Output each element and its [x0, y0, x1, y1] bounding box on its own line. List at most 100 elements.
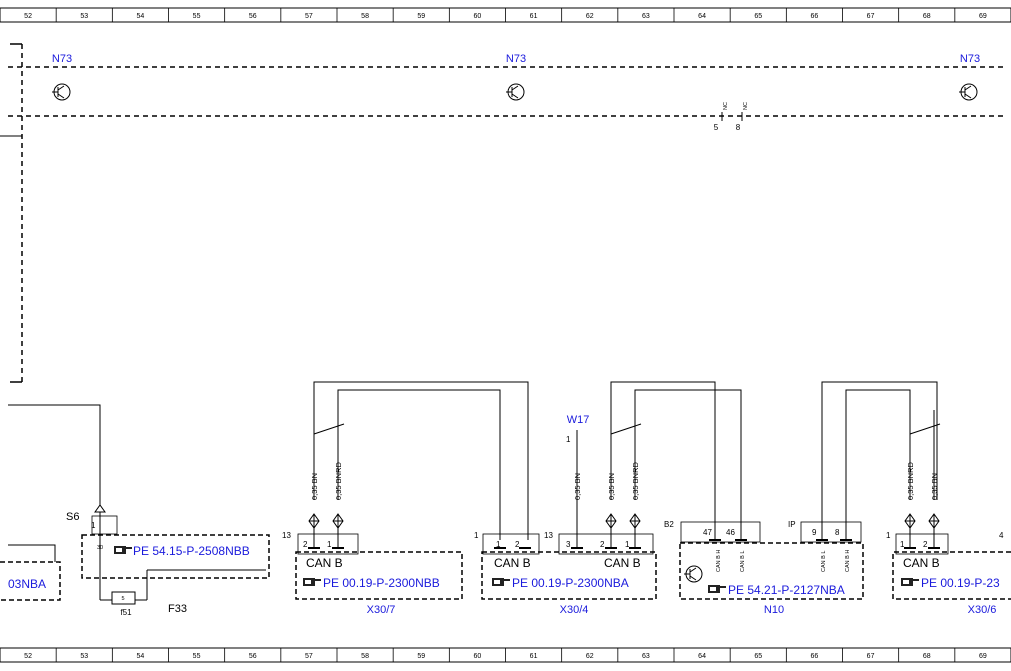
nc-label-2: NC	[743, 102, 749, 110]
connector-icon	[308, 513, 320, 529]
top-ruler-tick-label: 56	[249, 13, 257, 20]
x30-6-pin-row-4: 4	[999, 531, 1004, 540]
x30-7-label: X30/7	[367, 604, 396, 616]
x30-7-wire-2: 0,35 BNRD	[334, 461, 343, 500]
top-ruler-tick-label: 59	[417, 13, 425, 20]
top-ruler-tick-label: 58	[361, 13, 369, 20]
x30-4-pin-row-1: 1	[474, 531, 479, 540]
top-ruler-tick-label: 63	[642, 13, 650, 20]
bottom-ruler-tick-label: 54	[137, 653, 145, 660]
n10-wiring	[680, 381, 938, 543]
connector-icon	[928, 513, 940, 529]
f51-pin: 5	[121, 596, 124, 602]
x30-6-wire-2: 0,35 BN	[930, 473, 939, 500]
top-ruler-tick-label: 53	[80, 13, 88, 20]
bottom-ruler-tick-label: 64	[698, 653, 706, 660]
x30-7-wiring	[297, 381, 529, 555]
x30-7-pin-row: 13	[282, 531, 291, 540]
bottom-ruler-tick-label: 63	[642, 653, 650, 660]
n10-pin-46: 46	[726, 528, 735, 537]
x30-4-wire-3: 0,35 BNRD	[631, 461, 640, 500]
top-ruler-tick-label: 54	[137, 13, 145, 20]
top-ruler-tick-label: 61	[530, 13, 538, 20]
f33-box	[81, 534, 270, 579]
n10-b2-label: B2	[664, 520, 674, 529]
bottom-ruler-tick-label: 65	[754, 653, 762, 660]
x30-4-reference-link[interactable]: PE 00.19-P-2300NBA	[512, 576, 629, 590]
top-ruler-tick-label: 62	[586, 13, 594, 20]
f51-label: f51	[120, 608, 132, 617]
bottom-ruler-tick-label: 60	[474, 653, 482, 660]
bottom-ruler-tick-label: 59	[417, 653, 425, 660]
s6-pin-1: 1	[91, 521, 96, 530]
bottom-ruler-tick-label: 57	[305, 653, 313, 660]
top-ruler-tick-label: 55	[193, 13, 201, 20]
x30-6-reference-link[interactable]: PE 00.19-P-23	[921, 576, 1000, 590]
x30-4-pin: 2	[600, 540, 605, 549]
top-ruler-tick-label: 69	[979, 13, 987, 20]
n10-reference-link[interactable]: PE 54.21-P-2127NBA	[728, 583, 845, 597]
f51-fuse	[111, 591, 136, 605]
x30-7-box	[295, 551, 463, 600]
transistor-icon	[959, 83, 978, 101]
top-section	[0, 43, 1005, 383]
bottom-ruler-tick-label: 53	[80, 653, 88, 660]
x30-7-wire-1: 0,35 BN	[310, 473, 319, 500]
n73-label-3: N73	[960, 53, 980, 65]
top-ruler-tick-label: 65	[754, 13, 762, 20]
x30-7-pin-1: 1	[327, 540, 332, 549]
w17-pin: 1	[566, 435, 571, 444]
x30-6-box	[892, 551, 1011, 600]
n10-pin-signal: CAN B L	[740, 551, 746, 572]
x30-4-pin: 3	[566, 540, 571, 549]
bottom-ruler-tick-label: 52	[24, 653, 32, 660]
bottom-ruler-tick-label: 66	[811, 653, 819, 660]
bottom-ruler-tick-label: 62	[586, 653, 594, 660]
x30-6-pin-row-1: 1	[886, 531, 891, 540]
s6-wiring	[8, 404, 266, 601]
left-partial-reference-link[interactable]: 03NBA	[8, 577, 46, 591]
x30-4-pin: 2	[515, 540, 520, 549]
bottom-ruler-tick-label: 58	[361, 653, 369, 660]
n10-pin-signal: CAN B H	[716, 550, 722, 572]
nc-pin-5: 5	[714, 123, 719, 132]
top-ruler-tick-label: 57	[305, 13, 313, 20]
n10-box	[679, 542, 864, 600]
bottom-ruler-tick-label: 56	[249, 653, 257, 660]
x30-4-pin-row-13: 13	[544, 531, 553, 540]
nc-pin-8: 8	[736, 123, 741, 132]
x30-7-signal: CAN B	[306, 556, 343, 570]
w17-label: W17	[567, 414, 590, 426]
x30-4-signal-1: CAN B	[494, 556, 531, 570]
x30-6-pin-2: 2	[923, 540, 928, 549]
n73-label-2: N73	[506, 53, 526, 65]
f33-reference-link[interactable]: PE 54.15-P-2508NBB	[133, 544, 250, 558]
transistor-icon	[52, 83, 71, 101]
bottom-ruler-tick-label: 68	[923, 653, 931, 660]
top-ruler-tick-label: 66	[811, 13, 819, 20]
n10-pin-47: 47	[703, 528, 712, 537]
x30-7-reference-link[interactable]: PE 00.19-P-2300NBB	[323, 576, 440, 590]
n73-label-1: N73	[52, 53, 72, 65]
x30-4-wire-1: 0,35 BN	[573, 473, 582, 500]
nc-pins	[721, 112, 743, 121]
connector-icon	[904, 513, 916, 529]
n10-pin-signal: CAN B L	[821, 551, 827, 572]
transistor-icon	[684, 565, 703, 583]
x30-6-wiring	[895, 410, 949, 555]
s6-pin-30: 30	[97, 545, 103, 551]
x30-4-pin: 1	[496, 540, 501, 549]
connector-icon	[629, 513, 641, 529]
bottom-ruler-tick-label: 69	[979, 653, 987, 660]
x30-4-pin: 1	[625, 540, 630, 549]
x30-4-box	[481, 551, 657, 600]
top-ruler-tick-label: 64	[698, 13, 706, 20]
n10-ip-label: IP	[788, 520, 796, 529]
n10-label: N10	[764, 604, 784, 616]
x30-4-label: X30/4	[560, 604, 589, 616]
bottom-ruler-tick-label: 55	[193, 653, 201, 660]
reference-hand-icon	[113, 545, 133, 555]
x30-6-label: X30/6	[968, 604, 997, 616]
reference-hand-icon	[491, 577, 511, 587]
